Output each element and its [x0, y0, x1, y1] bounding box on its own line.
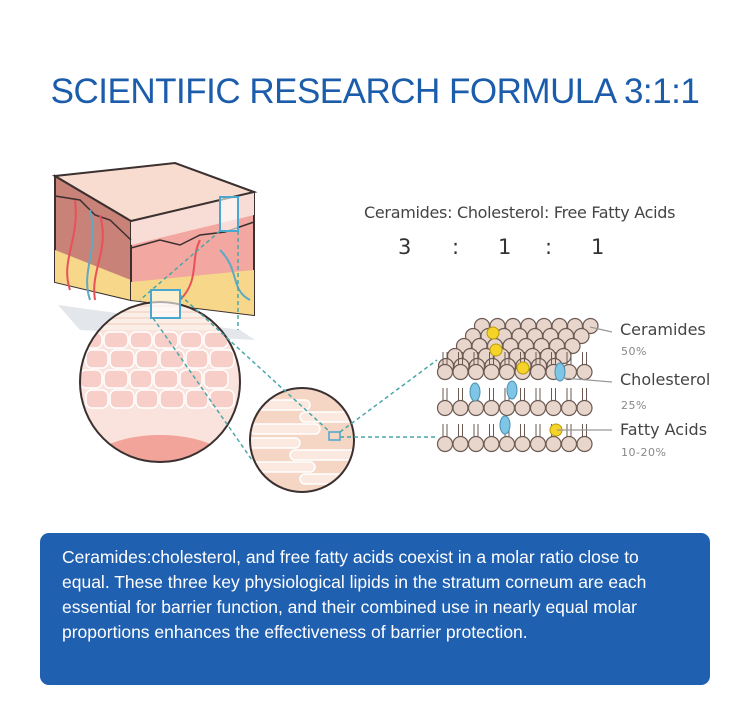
ceramide-head — [467, 435, 485, 453]
ceramide-head — [560, 399, 578, 417]
ceramide-head — [576, 363, 593, 381]
legend-fatty-acids: Fatty Acids — [620, 420, 708, 439]
connector-lines — [139, 230, 438, 461]
legend-pointers — [557, 326, 613, 431]
ceramide-head — [436, 435, 454, 453]
legend-fatty-acids-percent: 10-20% — [621, 446, 667, 459]
ratio-label: Ceramides: Cholesterol: Free Fatty Acids — [364, 203, 676, 222]
legend-ceramides-percent: 50% — [621, 345, 647, 358]
ceramide-head — [498, 363, 516, 381]
fatty-acid-molecule — [486, 326, 500, 340]
lipid-bilayer-illustration — [436, 317, 599, 453]
fatty-acid-molecule — [489, 343, 503, 357]
ceramide-head — [467, 399, 485, 417]
ratio-fatty-acids: 1 — [591, 235, 605, 259]
ceramide-head — [452, 363, 469, 381]
ceramide-head — [483, 363, 500, 381]
cholesterol-molecule — [499, 415, 511, 435]
ceramide-head — [436, 399, 454, 417]
ceramide-head — [576, 435, 593, 453]
ceramide-head — [514, 399, 531, 417]
cholesterol-molecule — [506, 380, 518, 400]
ceramide-head — [576, 399, 593, 417]
legend-cholesterol-percent: 25% — [621, 399, 647, 412]
ceramide-head — [498, 399, 516, 417]
ceramide-head — [452, 399, 469, 417]
stratum-corneum-zoom-circle — [249, 387, 355, 493]
ceramide-head — [514, 435, 531, 453]
cholesterol-molecule — [554, 362, 566, 382]
ratio-cholesterol: 1 — [498, 235, 512, 259]
cholesterol-molecule — [469, 382, 481, 402]
ratio-separator: : — [545, 235, 553, 259]
ceramide-head — [545, 435, 562, 453]
legend-cholesterol: Cholesterol — [620, 370, 711, 389]
fatty-acid-molecule — [516, 361, 530, 375]
ceramide-head — [529, 435, 547, 453]
ceramide-head — [560, 435, 578, 453]
ceramide-head — [467, 363, 485, 381]
ceramide-head — [564, 337, 581, 355]
ceramide-head — [452, 435, 469, 453]
page-title: SCIENTIFIC RESEARCH FORMULA 3:1:1 — [50, 72, 700, 111]
legend-ceramides: Ceramides — [620, 320, 706, 339]
ceramide-head — [483, 399, 500, 417]
ceramide-head — [436, 363, 454, 381]
ceramide-head — [529, 363, 547, 381]
ceramide-head — [582, 317, 599, 335]
ceramide-head — [545, 399, 562, 417]
ceramide-head — [529, 399, 547, 417]
ratio-ceramides: 3 — [398, 235, 412, 259]
ceramide-head — [498, 435, 516, 453]
ceramide-head — [483, 435, 500, 453]
ratio-separator: : — [452, 235, 460, 259]
ceramide-head — [573, 327, 590, 345]
description-box: Ceramides:cholesterol, and free fatty ac… — [40, 533, 710, 685]
